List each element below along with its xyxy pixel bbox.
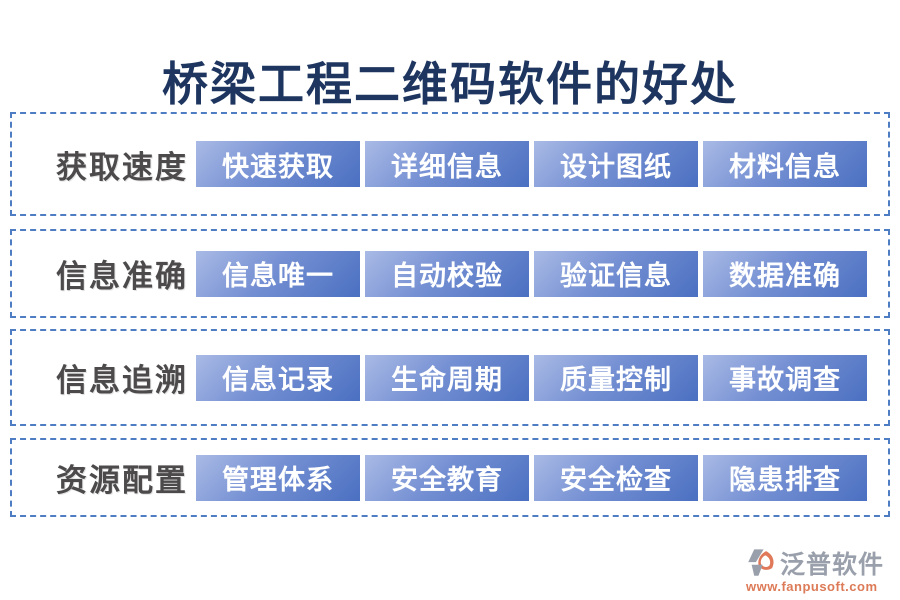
benefit-tag: 信息记录	[196, 354, 360, 401]
page-title: 桥梁工程二维码软件的好处	[162, 59, 738, 110]
tag-group: 管理体系 安全教育 安全检查 隐患排查	[196, 454, 867, 501]
brand-footer: 泛普软件 www.fanpusoft.com	[744, 545, 884, 594]
benefit-tag: 自动校验	[365, 250, 529, 297]
row-info-accuracy: 信息准确 信息唯一 自动校验 验证信息 数据准确	[10, 229, 890, 318]
benefit-tag: 质量控制	[534, 354, 698, 401]
row-label: 获取速度	[56, 149, 188, 185]
row-label: 信息准确	[56, 259, 188, 294]
brand-url: www.fanpusoft.com	[745, 579, 878, 594]
benefit-tag: 隐患排查	[703, 454, 867, 501]
row-label: 信息追溯	[56, 363, 188, 398]
row-acquisition-speed: 获取速度 快速获取 详细信息 设计图纸 材料信息	[10, 112, 890, 216]
row-info-traceability: 信息追溯 信息记录 生命周期 质量控制 事故调查	[10, 329, 890, 426]
benefit-tag: 材料信息	[703, 141, 867, 187]
benefit-tag: 验证信息	[534, 250, 698, 297]
benefit-tag: 信息唯一	[196, 250, 360, 297]
tag-group: 信息记录 生命周期 质量控制 事故调查	[196, 354, 867, 401]
benefit-tag: 数据准确	[703, 250, 867, 297]
benefit-tag: 安全检查	[534, 454, 698, 501]
benefit-tag: 详细信息	[365, 141, 529, 187]
row-label: 资源配置	[56, 463, 188, 498]
benefit-tag: 快速获取	[196, 141, 360, 187]
benefit-tag: 生命周期	[365, 354, 529, 401]
brand-name: 泛普软件	[779, 552, 884, 579]
benefit-tag: 安全教育	[365, 454, 529, 501]
tag-group: 快速获取 详细信息 设计图纸 材料信息	[196, 141, 867, 187]
fanpu-logo-icon	[748, 549, 774, 576]
tag-group: 信息唯一 自动校验 验证信息 数据准确	[196, 250, 867, 297]
row-resource-allocation: 资源配置 管理体系 安全教育 安全检查 隐患排查	[10, 438, 890, 517]
benefit-tag: 事故调查	[703, 354, 867, 401]
benefit-tag: 管理体系	[196, 454, 360, 501]
benefit-tag: 设计图纸	[534, 141, 698, 187]
brand-line: 泛普软件	[744, 545, 884, 581]
